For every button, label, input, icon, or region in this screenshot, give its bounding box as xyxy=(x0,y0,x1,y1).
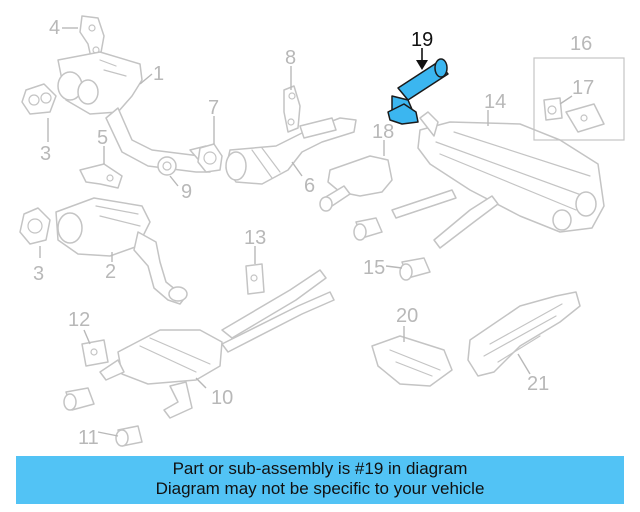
part-12-bracket[interactable] xyxy=(81,339,109,367)
callout-12: 12 xyxy=(68,309,90,331)
callout-5: 5 xyxy=(97,127,108,149)
part-18-middle-muffler[interactable] xyxy=(319,155,393,212)
part-11-clamp-b[interactable] xyxy=(115,425,143,447)
callout-13: 13 xyxy=(244,227,266,249)
part-19-tailpipe-highlighted[interactable] xyxy=(387,58,449,125)
exhaust-parts-diagram: 1 2 3 3 4 5 6 7 8 9 10 11 12 13 14 15 16… xyxy=(19,15,625,449)
part-10-front-muffler[interactable] xyxy=(99,269,335,419)
part-9-ring[interactable] xyxy=(157,156,177,176)
part-11-clamp-a[interactable] xyxy=(63,387,95,411)
callout-3-upper: 3 xyxy=(40,143,51,165)
part-14-rear-muffler[interactable] xyxy=(391,111,605,249)
callout-1: 1 xyxy=(153,63,164,85)
callout-20: 20 xyxy=(396,305,418,327)
leader-lines xyxy=(39,27,573,437)
part-15-clamp-b[interactable] xyxy=(399,257,431,281)
part-2-catalytic-converter[interactable] xyxy=(55,197,188,305)
part-8-hanger-rod[interactable] xyxy=(283,85,301,133)
banner-line-2: Diagram may not be specific to your vehi… xyxy=(155,479,485,498)
banner-line-1: Part or sub-assembly is #19 in diagram xyxy=(172,459,468,478)
callout-19-highlighted: 19 xyxy=(411,29,433,51)
part-16-17-bracket-kit[interactable] xyxy=(533,57,625,141)
callout-8: 8 xyxy=(285,47,296,69)
callout-3-lower: 3 xyxy=(33,263,44,285)
part-info-banner: Part or sub-assembly is #19 in diagram D… xyxy=(16,456,624,504)
callout-16: 16 xyxy=(570,33,592,55)
part-13-bracket[interactable] xyxy=(245,263,265,295)
callout-7: 7 xyxy=(208,97,219,119)
part-6-converter-pipe[interactable] xyxy=(225,117,357,185)
callout-15: 15 xyxy=(363,257,385,279)
part-5-bracket[interactable] xyxy=(79,163,123,189)
callout-9: 9 xyxy=(181,181,192,203)
callout-21: 21 xyxy=(527,373,549,395)
part-20-bracket[interactable] xyxy=(371,335,453,387)
callout-17: 17 xyxy=(572,77,594,99)
callout-10: 10 xyxy=(211,387,233,409)
callout-18: 18 xyxy=(372,121,394,143)
callout-11: 11 xyxy=(78,427,99,449)
part-3-gasket-lower[interactable] xyxy=(19,207,51,245)
part-1-catalytic-converter[interactable] xyxy=(57,51,215,173)
callout-14: 14 xyxy=(484,91,506,113)
callout-2: 2 xyxy=(105,261,116,283)
part-3-gasket-upper[interactable] xyxy=(21,83,57,115)
part-21-heat-shield[interactable] xyxy=(467,291,581,377)
callout-6: 6 xyxy=(304,175,315,197)
part-15-clamp-a[interactable] xyxy=(353,217,383,241)
callout-4: 4 xyxy=(49,17,60,39)
